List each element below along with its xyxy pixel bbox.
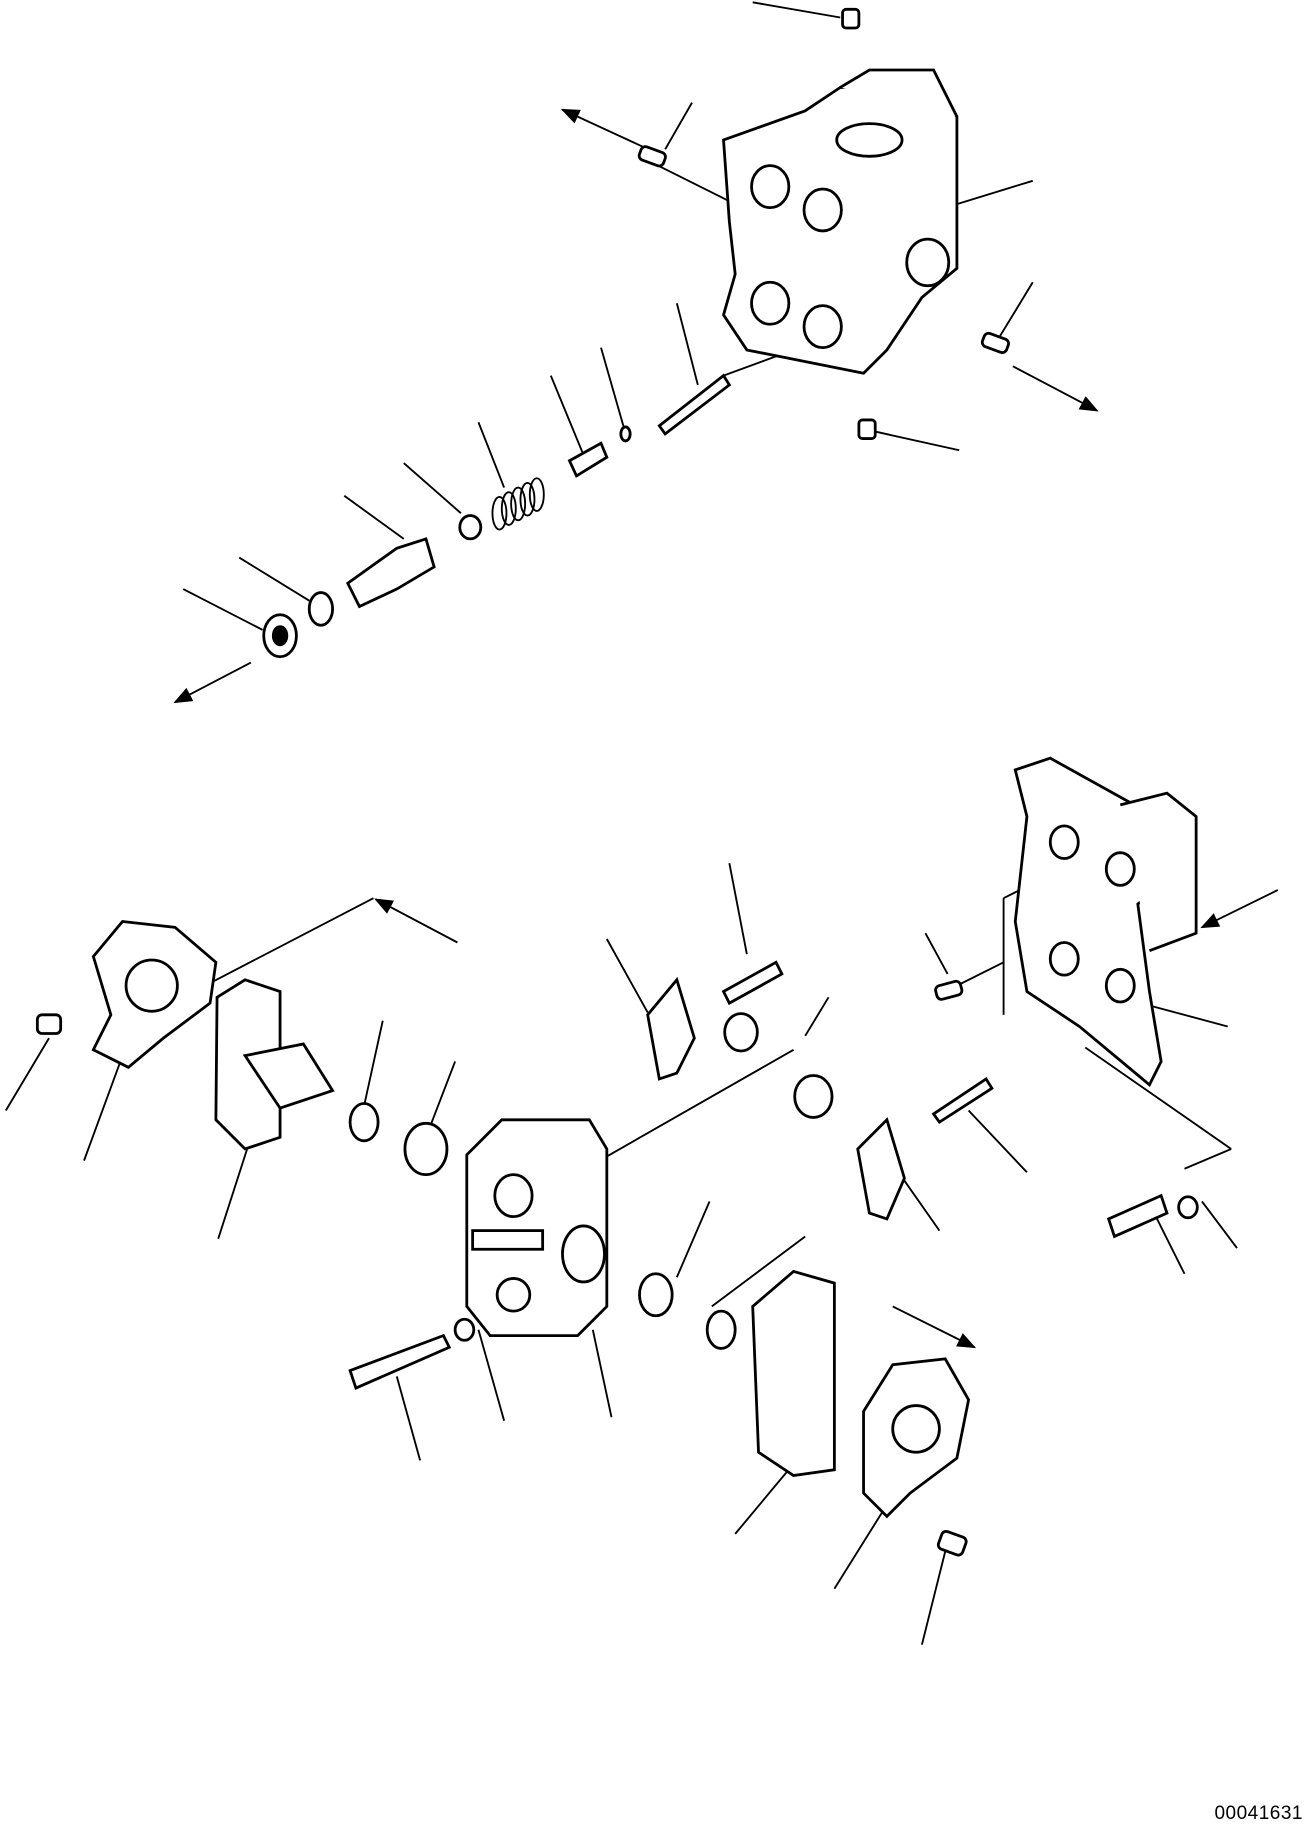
lower-right-cover: [751, 1269, 971, 1557]
right-plate: [1013, 756, 1199, 1239]
valve-body: [637, 7, 1010, 440]
spool-assembly: [262, 373, 732, 659]
plug-screw-icon: [841, 7, 861, 30]
figure-number: 00041631: [1214, 1803, 1303, 1824]
leader-lines: [5, 1, 1238, 1645]
center-body: [348, 1118, 737, 1390]
lower-left-cover: [35, 920, 449, 1177]
direction-arrows: [173, 108, 1279, 1349]
rocker-parts: [646, 960, 994, 1221]
